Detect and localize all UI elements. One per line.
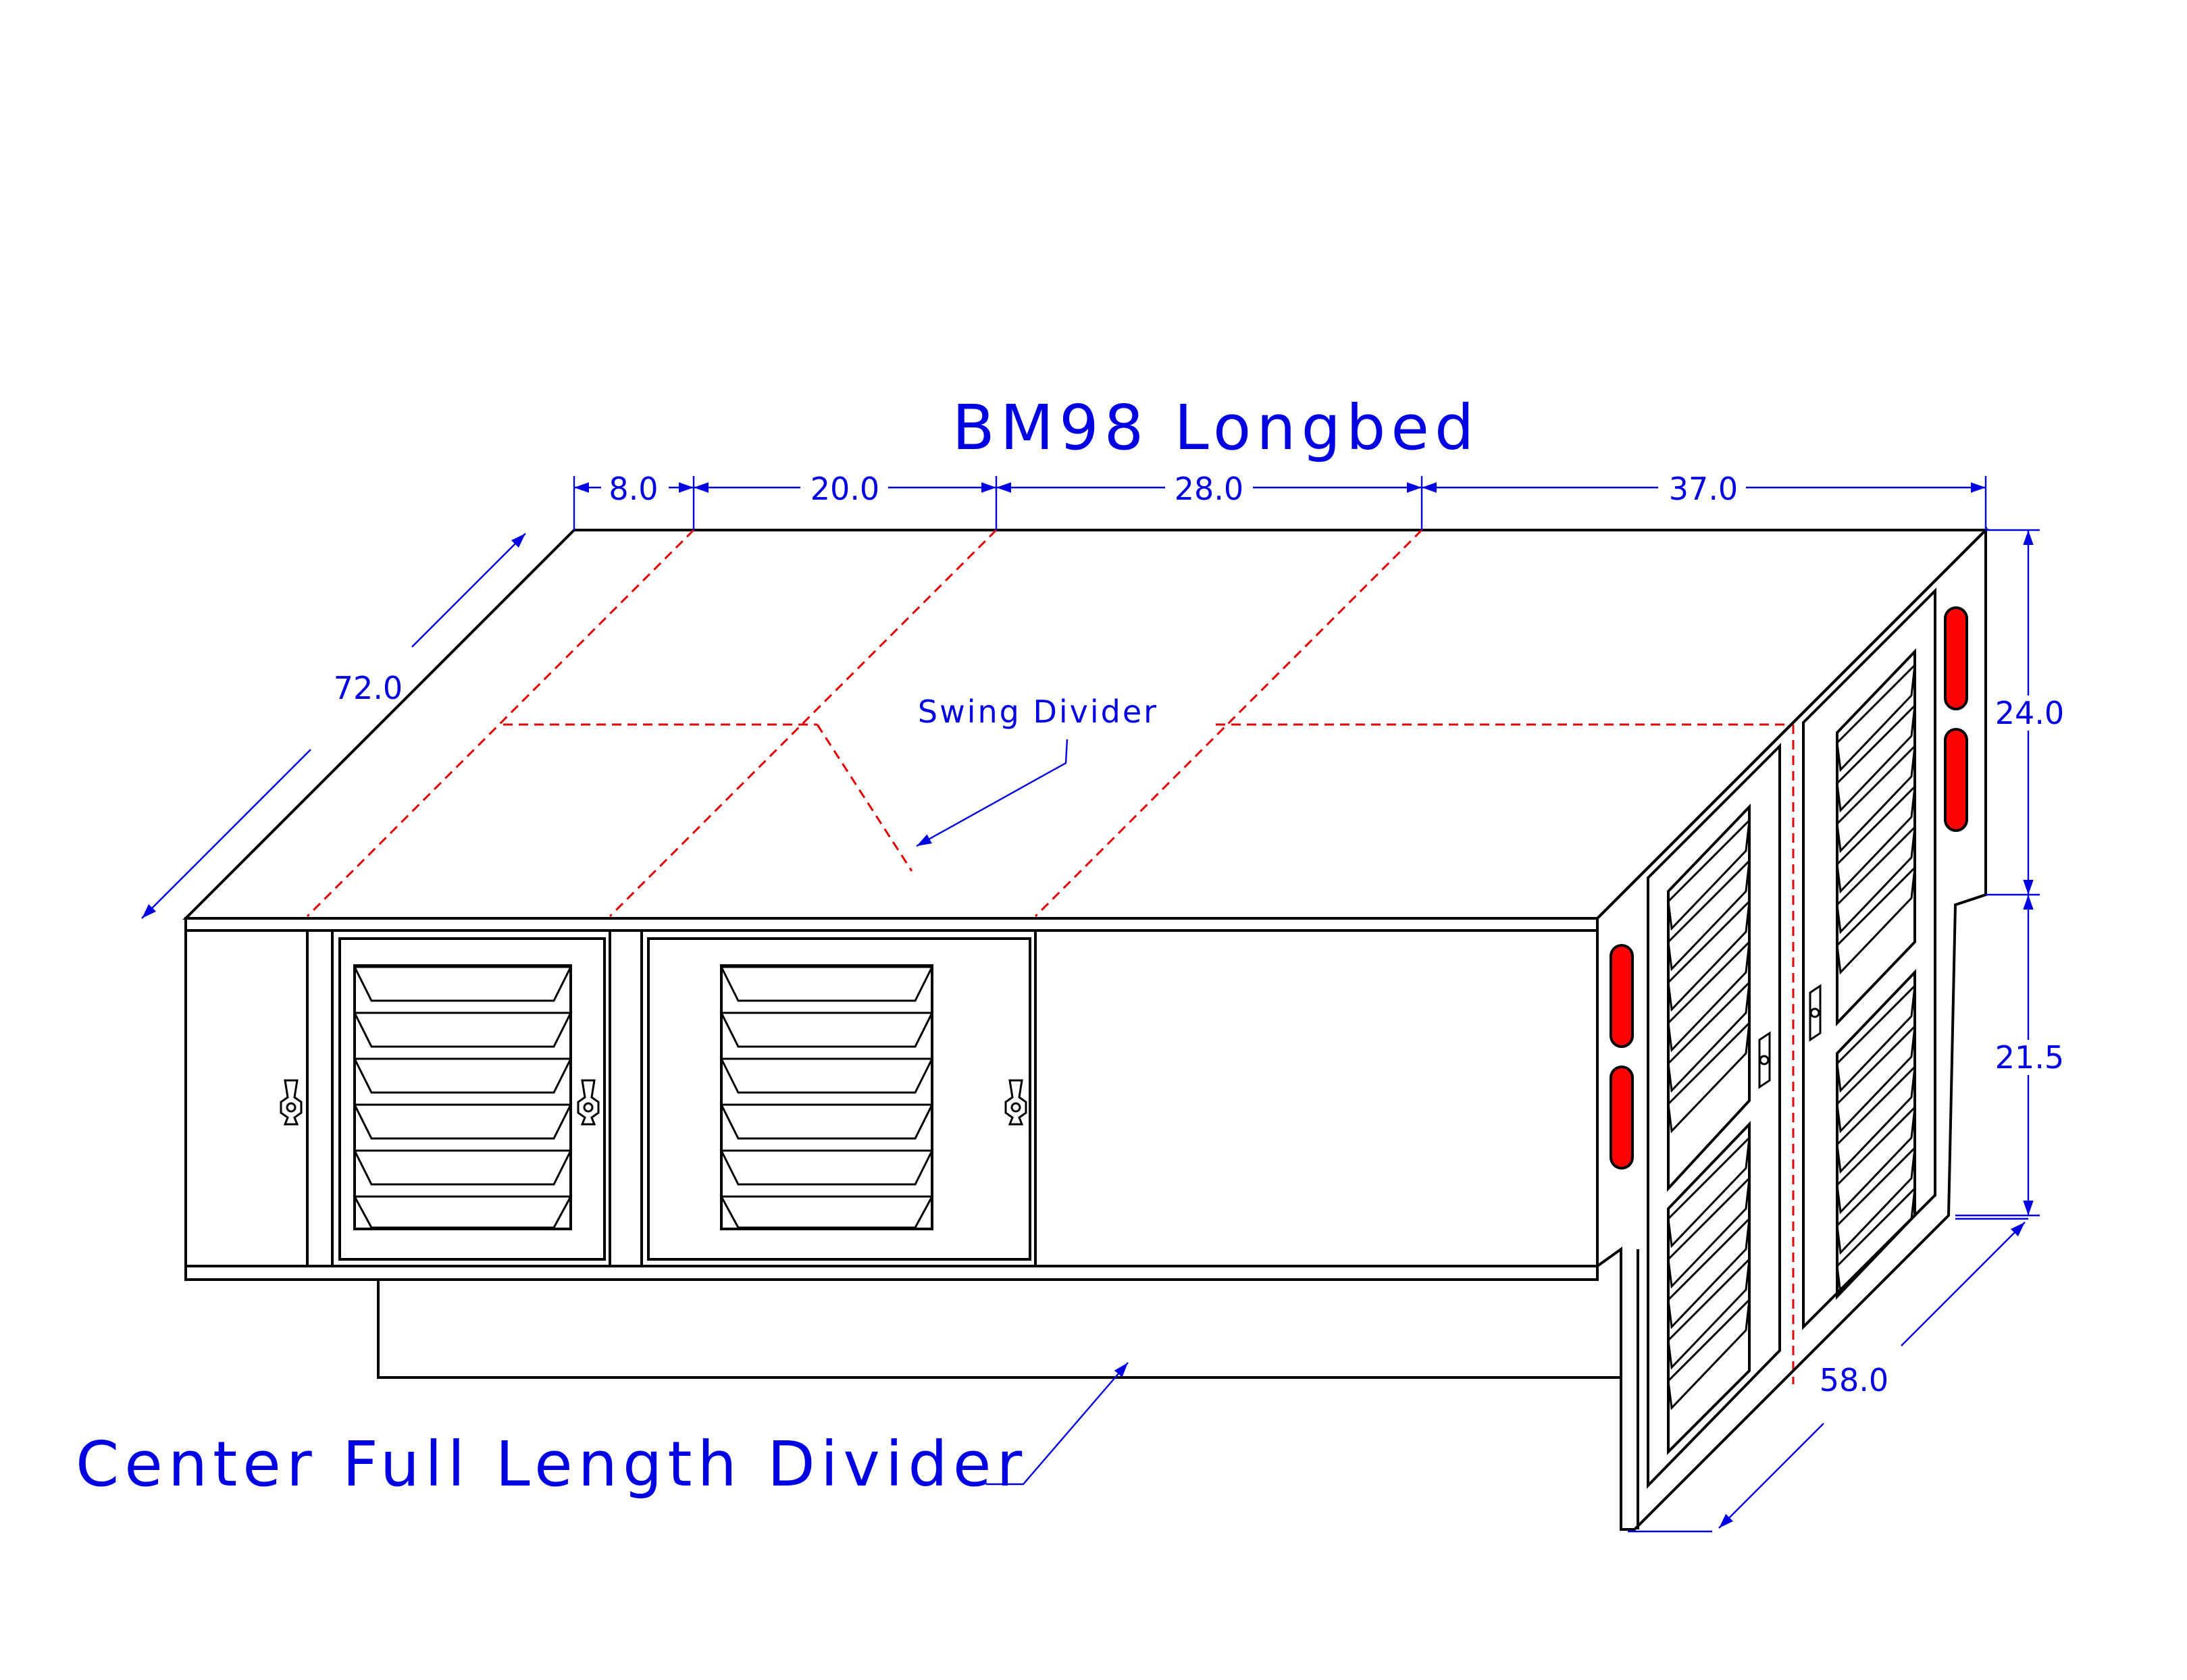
tail-lamp-icon	[1610, 1066, 1634, 1170]
tail-lamp-icon	[1944, 606, 1968, 710]
front-door-center[interactable]	[647, 937, 1031, 1261]
dim-label: 28.0	[1175, 471, 1243, 507]
dim-label: 24.0	[1995, 695, 2064, 731]
dim-label: 21.5	[1995, 1039, 2064, 1076]
tail-lamp-icon	[1610, 944, 1634, 1048]
rear-face	[1596, 527, 1987, 1531]
drawing-title: BM98 Longbed	[952, 392, 1480, 464]
depth-dimension	[141, 533, 526, 919]
width-dimension	[1628, 1217, 2028, 1533]
front-door-left[interactable]	[338, 937, 606, 1261]
rear-door-right[interactable]	[1802, 587, 1936, 1330]
dim-label: 58.0	[1820, 1362, 1888, 1398]
door-handle-icon[interactable]	[280, 1079, 303, 1126]
dim-label: 37.0	[1669, 471, 1738, 507]
swing-divider-leader	[916, 739, 1069, 847]
door-handle-icon[interactable]	[1758, 1031, 1771, 1089]
front-face	[184, 917, 1621, 1379]
center-divider-label: Center Full Length Divider	[76, 1428, 1027, 1500]
hidden-dividers	[306, 529, 1795, 1384]
top-dimension-chain	[573, 476, 1987, 530]
door-handle-icon[interactable]	[1004, 1079, 1027, 1126]
tail-lamp-icon	[1944, 728, 1968, 832]
dim-label: 72.0	[334, 670, 403, 706]
door-handle-icon[interactable]	[1809, 984, 1822, 1042]
dim-label: 20.0	[811, 471, 879, 507]
dim-label: 8.0	[609, 471, 658, 507]
rear-door-left[interactable]	[1647, 743, 1781, 1489]
door-handle-icon[interactable]	[577, 1079, 600, 1126]
swing-divider-label: Swing Divider	[918, 693, 1158, 730]
center-divider-leader	[986, 1362, 1129, 1486]
tail-lamps	[1610, 606, 1968, 1170]
